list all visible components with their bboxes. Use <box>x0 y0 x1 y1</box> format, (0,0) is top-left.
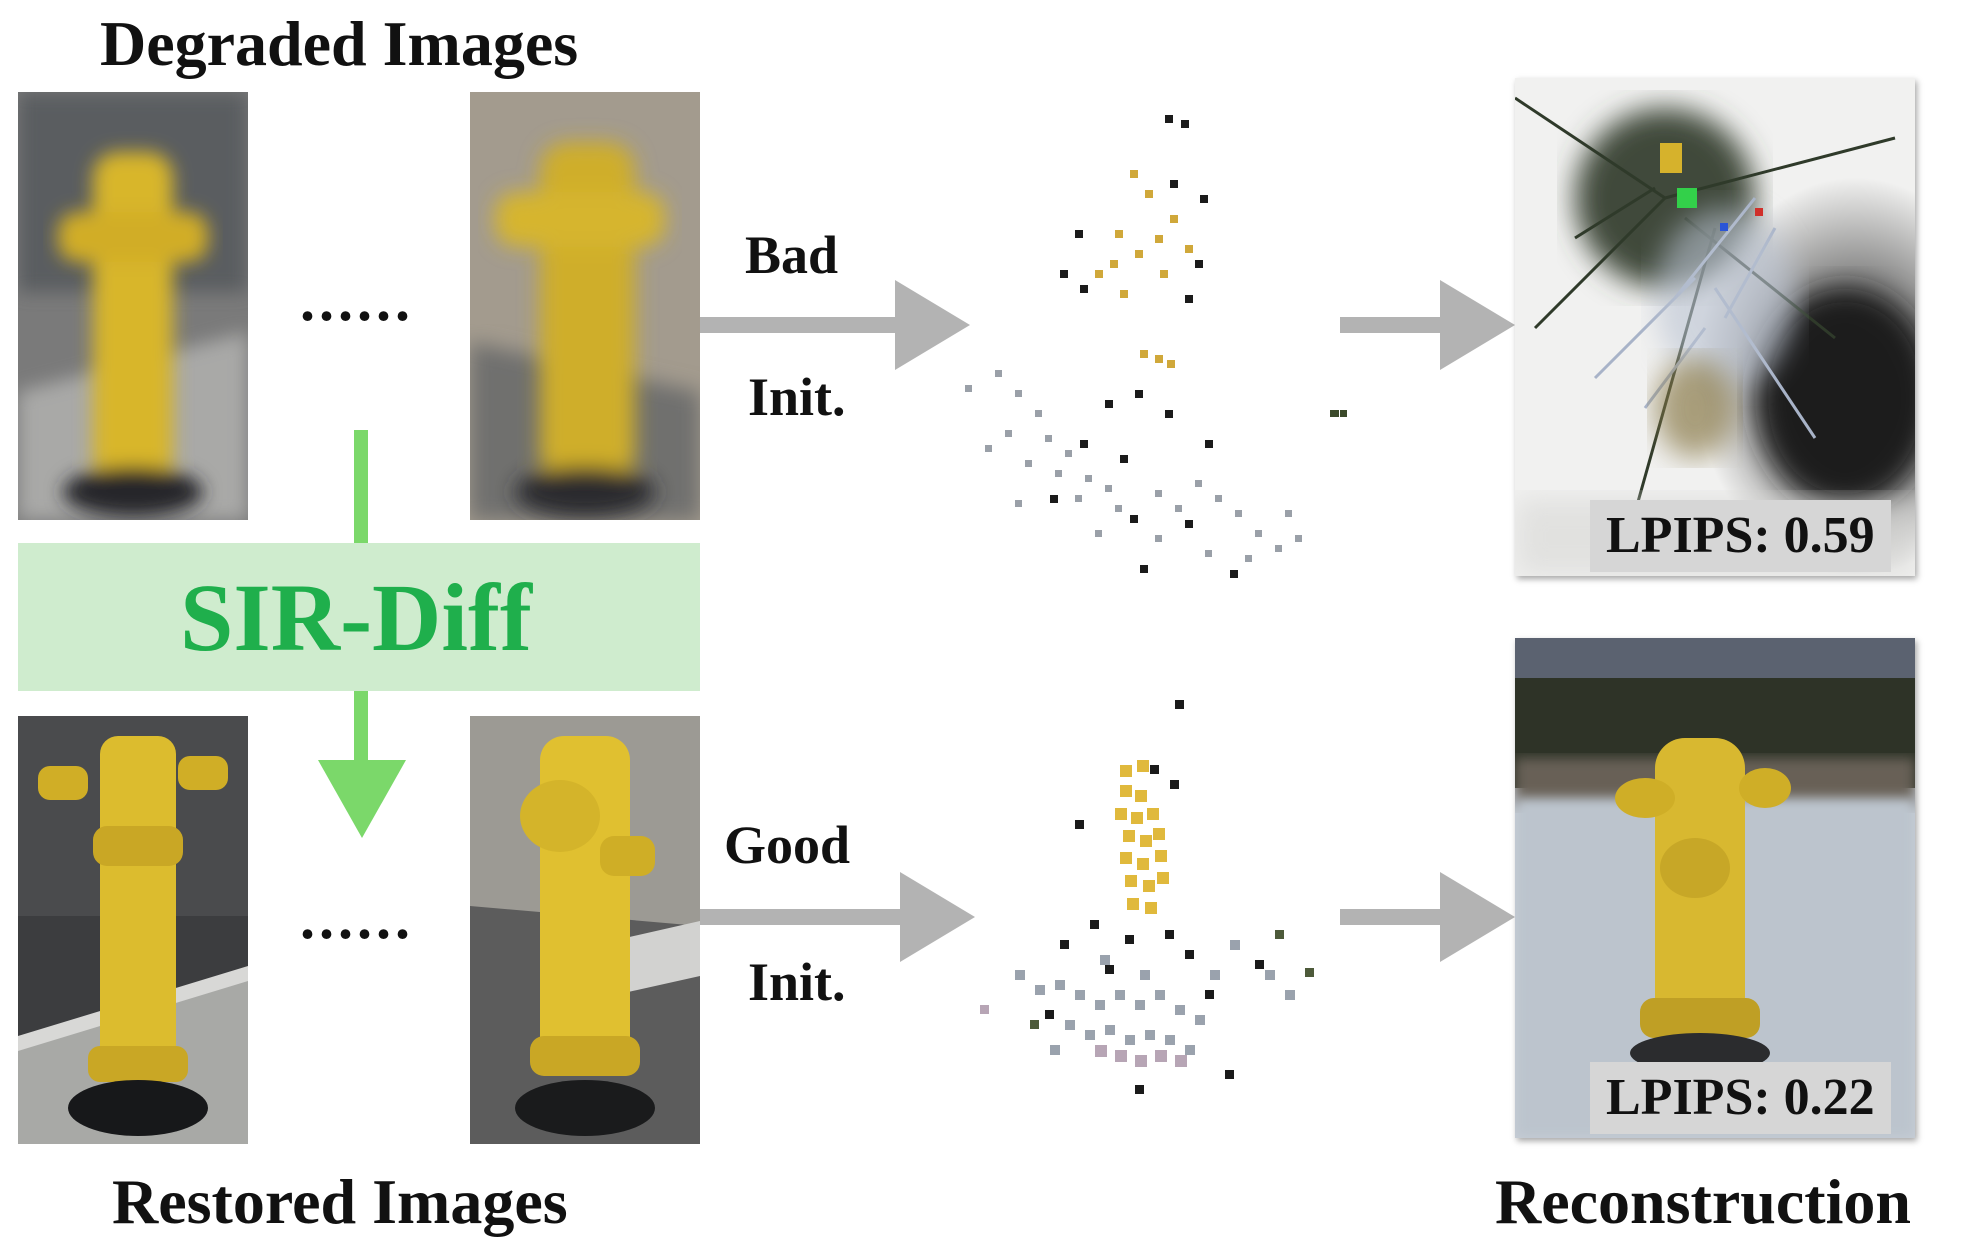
restored-image-2 <box>470 716 700 1144</box>
bad-init-label: Init. <box>748 367 846 427</box>
good-init-arrow <box>700 872 975 962</box>
bad-label: Bad <box>745 225 839 285</box>
bad-reconstruction-image <box>1515 78 1915 576</box>
good-point-cloud <box>980 700 1314 1094</box>
degraded-image-2 <box>470 92 700 520</box>
bad-init-arrow <box>700 280 970 370</box>
bad-point-cloud <box>965 115 1347 578</box>
sir-diff-label: SIR-Diff <box>180 564 532 671</box>
green-arrow-shaft-bottom <box>354 691 368 763</box>
bad-lpips-badge: LPIPS: 0.59 <box>1590 500 1891 572</box>
reconstruction-title: Reconstruction <box>1495 1166 1911 1237</box>
good-reconstruction-image <box>1515 638 1915 1138</box>
restored-image-1 <box>18 716 248 1144</box>
bad-reconstruction-arrow <box>1340 280 1515 370</box>
ellipsis-bottom: ...... <box>300 885 414 951</box>
ellipsis-top: ...... <box>300 267 414 333</box>
good-init-label: Init. <box>748 952 846 1012</box>
good-lpips-badge: LPIPS: 0.22 <box>1590 1062 1891 1134</box>
good-reconstruction-arrow <box>1340 872 1515 962</box>
restored-images-title: Restored Images <box>112 1166 568 1237</box>
good-label: Good <box>724 815 851 875</box>
green-arrow-shaft-top <box>354 430 368 545</box>
degraded-images-title: Degraded Images <box>100 8 579 79</box>
green-arrow-head <box>318 760 406 838</box>
sir-diff-box <box>18 543 700 691</box>
degraded-image-1 <box>18 92 248 520</box>
